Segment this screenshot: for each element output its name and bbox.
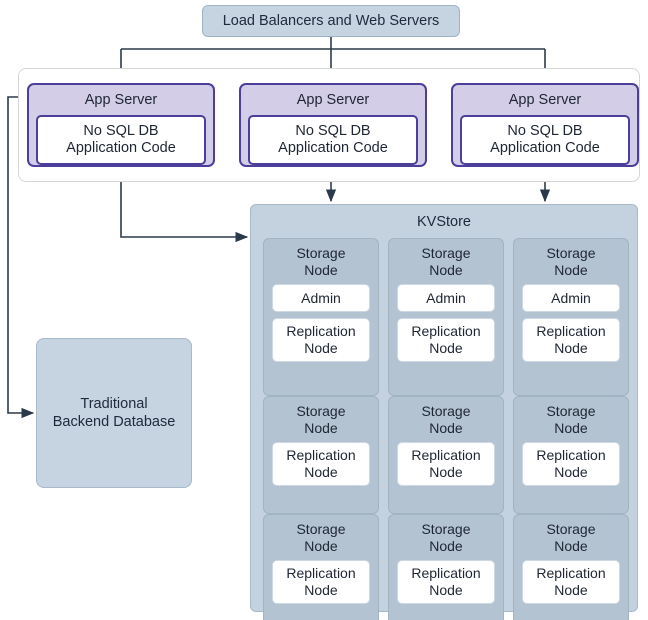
load-balancer-box[interactable]: Load Balancers and Web Servers (202, 5, 460, 37)
app-server-1-title: App Server (84, 92, 158, 108)
load-balancer-label: Load Balancers and Web Servers (222, 13, 440, 29)
app-server-3-title: App Server (508, 92, 582, 108)
storage-node-3-admin: Admin (522, 284, 620, 312)
app-server-2-title: App Server (296, 92, 370, 108)
storage-node-1-admin: Admin (272, 284, 370, 312)
storage-node-2-admin: Admin (397, 284, 495, 312)
kvstore-title: KVStore (417, 214, 471, 230)
